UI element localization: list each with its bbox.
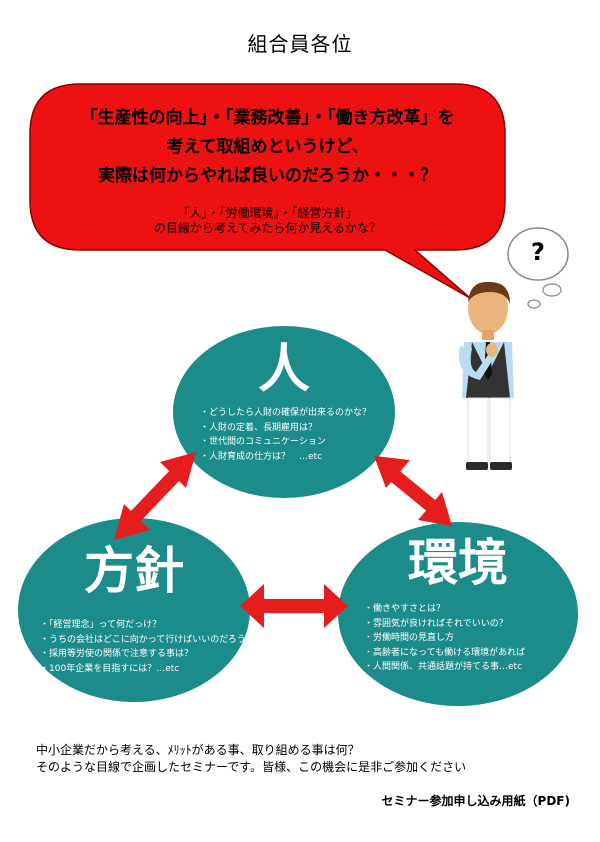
footer-line-1: 中小企業だから考える、ﾒﾘｯﾄがある事、取り組める事は何？ (36, 743, 360, 757)
bubble-line-2: 考えて取組めというけど、 (166, 137, 369, 157)
list-item: 高齢者になっても働ける環境があれば (364, 646, 525, 661)
list-item: 100年企業を目指すには？…etc (40, 662, 255, 677)
list-item: 労働時間の見直し方 (364, 631, 525, 646)
list-item: 働きやすさとは？ (364, 602, 525, 617)
bubble-subline-2: の目線から考えてみたら何か見えるかな？ (153, 221, 382, 235)
arrow-people-policy (114, 452, 196, 540)
seminar-application-link[interactable]: セミナー参加申し込み用紙（PDF) (381, 794, 570, 808)
arrow-policy-environment (240, 584, 348, 628)
question-mark: ? (531, 238, 545, 266)
policy-list: 「経営理念」って何だっけ？ うちの会社はどこに向かって行けばいいのだろう？ 採用… (40, 618, 255, 676)
list-item: 「経営理念」って何だっけ？ (40, 618, 255, 633)
list-item: どうしたら人財の確保が出来るのかな？ (200, 406, 371, 421)
arrow-people-environment (374, 456, 452, 526)
environment-list: 働きやすさとは？ 雰囲気が良ければそれでいいの？ 労働時間の見直し方 高齢者にな… (364, 602, 525, 675)
people-list: どうしたら人財の確保が出来るのかな？ 人財の定着、長期雇用は？ 世代間のコミュニ… (200, 406, 371, 464)
page-title: 組合員各位 (247, 32, 353, 56)
environment-title: 環境 (408, 534, 508, 592)
thought-cloud-icon (507, 227, 569, 309)
list-item: 採用等労使の関係で注意する事は？ (40, 647, 255, 662)
bubble-subline-1: 「人」・「労働環境」・「経営方針」 (177, 206, 358, 220)
list-item: 人財の定着、長期雇用は？ (200, 421, 371, 436)
footer-line-2: そのような目線で企画したセミナーです。皆様、この機会に是非ご参加ください (36, 760, 467, 774)
policy-title: 方針 (84, 542, 184, 600)
bubble-line-3: 実際は何からやれば良いのだろうか・・・？ (98, 166, 437, 186)
list-item: 人財育成の仕方は？ …etc (200, 450, 371, 465)
people-title: 人 (257, 340, 310, 400)
bubble-line-1: 「生産性の向上」・「業務改善」・「働き方改革」を (80, 108, 455, 128)
list-item: 人間関係、共通話題が持てる事…etc (364, 660, 525, 675)
thinking-man-icon (458, 281, 514, 470)
list-item: 世代間のコミュニケーション (200, 435, 371, 450)
list-item: 雰囲気が良ければそれでいいの？ (364, 617, 525, 632)
list-item: うちの会社はどこに向かって行けばいいのだろう？ (40, 633, 255, 648)
